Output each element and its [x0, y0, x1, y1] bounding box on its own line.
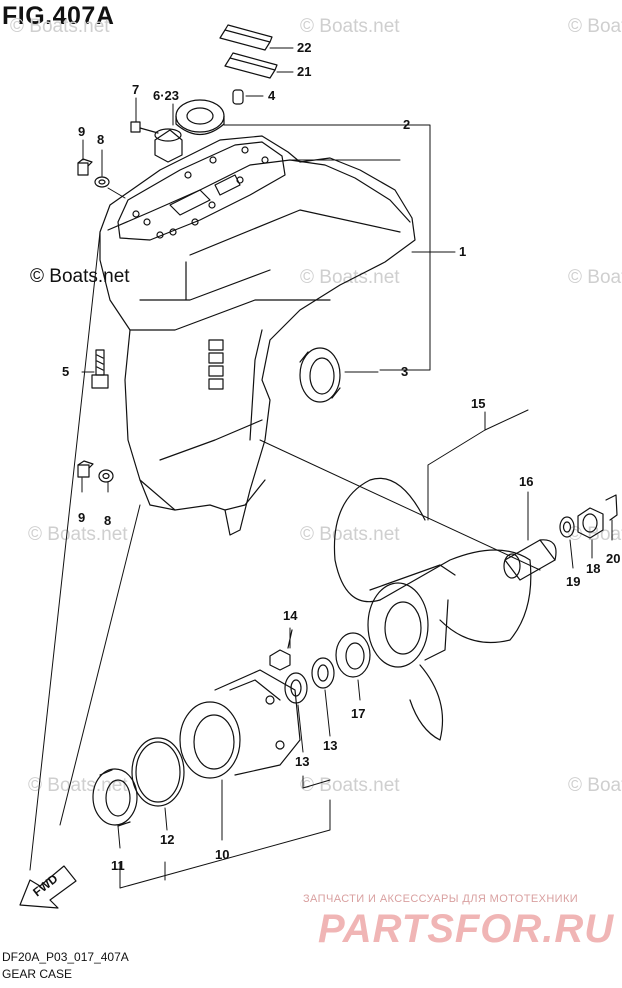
callout-3: 3 [401, 364, 409, 379]
washer-part-8-top [94, 176, 110, 188]
callout-6-23: 6·23 [153, 88, 180, 103]
watermark: © Boats.net [568, 775, 622, 796]
bolt-part-9-bottom [77, 460, 94, 478]
callout-18: 18 [586, 561, 601, 576]
callout-10: 10 [215, 847, 230, 862]
callout-4: 4 [268, 88, 276, 103]
gear-case-housing [99, 135, 416, 536]
oil-seal-part-11 [92, 768, 138, 827]
callout-16: 16 [519, 474, 534, 489]
watermark: © Boats.net [300, 16, 400, 37]
o-ring-part-12 [131, 737, 185, 807]
watermark: © Boats.net [300, 775, 400, 796]
figure-title: FIG.407A [2, 2, 115, 30]
callout-2: 2 [403, 117, 411, 132]
diagram-code: DF20A_P03_017_407A [2, 950, 129, 964]
callout-1: 1 [459, 244, 467, 259]
watermark: © Boats.net [568, 16, 622, 37]
callout-9-top: 9 [78, 124, 86, 139]
callout-14: 14 [283, 608, 298, 623]
bar-part-21 [224, 52, 278, 79]
store-logo: PARTSFOR.RU [318, 907, 615, 951]
propeller-part-15 [333, 477, 532, 741]
watermark: © Boats.net [28, 775, 128, 796]
forward-arrow-icon [19, 865, 77, 909]
callout-8-top: 8 [97, 132, 105, 147]
oil-seal-part-3 [299, 347, 341, 403]
diagram-name: GEAR CASE [2, 967, 73, 981]
watermark: © Boats.net [300, 524, 400, 545]
watermark: © Boats.net [28, 524, 128, 545]
bolt-part-7 [130, 121, 159, 134]
bolt-part-14 [269, 629, 293, 671]
cotter-pin-part-20 [605, 494, 618, 521]
copyright-notice: © Boats.net [30, 266, 130, 287]
callout-13-a: 13 [323, 738, 338, 753]
callout-11: 11 [111, 858, 125, 873]
bar-part-22 [219, 24, 273, 51]
watermark: © Boats.net [10, 16, 110, 37]
washer-part-8-bottom [98, 469, 114, 483]
bolt-part-5 [91, 349, 109, 389]
pin-part-4 [232, 89, 244, 105]
callout-7: 7 [132, 82, 140, 97]
bushing-part-6-23 [154, 128, 183, 163]
callout-21: 21 [297, 64, 312, 79]
bolt-part-9-top [77, 158, 93, 176]
callout-13-b: 13 [295, 754, 310, 769]
store-tagline: ЗАПЧАСТИ И АКСЕССУАРЫ ДЛЯ МОТОТЕХНИКИ [303, 893, 579, 905]
callout-22: 22 [297, 40, 312, 55]
bearing-part-2 [175, 99, 225, 136]
callout-8-bottom: 8 [104, 513, 112, 528]
callout-20: 20 [606, 551, 621, 566]
leader-lines [29, 47, 613, 889]
nut-part-18 [577, 507, 604, 539]
callout-17: 17 [351, 706, 366, 721]
callout-9-bottom: 9 [78, 510, 86, 525]
bearing-part-13-a [311, 657, 335, 689]
bearing-housing-part-10 [179, 669, 301, 779]
watermark: © Boats.net [568, 267, 622, 288]
washer-part-19 [559, 516, 575, 538]
spacer-part-16 [503, 539, 557, 581]
callout-12: 12 [160, 832, 175, 847]
washer-part-17 [335, 632, 371, 678]
watermark: © Boats.net [300, 267, 400, 288]
callout-5: 5 [62, 364, 70, 379]
callout-19: 19 [566, 574, 581, 589]
callout-15: 15 [471, 396, 486, 411]
